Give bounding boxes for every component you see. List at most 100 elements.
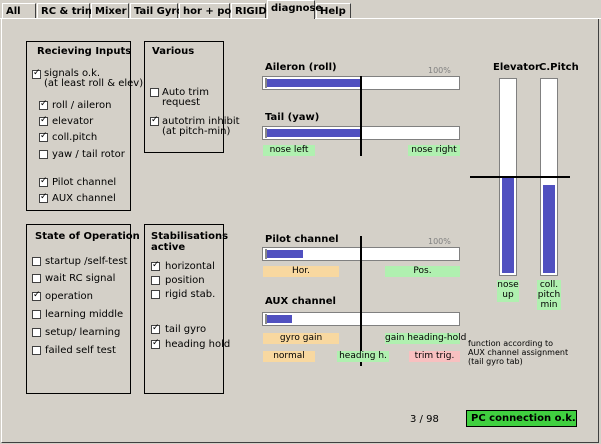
- operation-checkbox[interactable]: [32, 290, 41, 301]
- pos-tag: Pos.: [385, 266, 460, 277]
- stabilisations-title-active: active: [151, 242, 186, 253]
- learning-middle-label: learning middle: [45, 309, 124, 320]
- pilot-channel-checkbox[interactable]: [39, 176, 48, 187]
- horizontal-label: horizontal: [165, 261, 215, 272]
- pitch-text: pitch: [537, 290, 561, 300]
- autotrim-inhibit-checkbox[interactable]: [150, 115, 159, 126]
- aux-note-line-2: AUX channel assignment: [468, 348, 569, 357]
- tab-help[interactable]: Help: [316, 3, 351, 18]
- tab-diagnose[interactable]: diagnose: [267, 0, 322, 19]
- aileron-bar-fill: [265, 79, 361, 87]
- nose-right-tag: nose right: [408, 145, 460, 156]
- position-label: position: [165, 275, 205, 286]
- startup-selftest-checkbox[interactable]: [32, 257, 41, 266]
- heading-hold-checkbox[interactable]: [151, 338, 160, 349]
- aux-channel-checkbox[interactable]: [39, 192, 48, 203]
- hor-tag: Hor.: [263, 266, 339, 277]
- position-checkbox[interactable]: [151, 276, 160, 285]
- nose-text: nose: [497, 280, 519, 290]
- min-text: min: [540, 300, 558, 310]
- setup-learning-label: setup/ learning: [45, 327, 121, 338]
- up-text: up: [502, 290, 514, 300]
- auto-trim-checkbox[interactable]: [150, 88, 159, 97]
- aileron-bar-tick: [265, 78, 267, 88]
- tab-bar: All RC & trim Mixer Tail Gyro hor + pos …: [0, 0, 601, 20]
- cpitch-vbar-fill: [543, 185, 555, 273]
- tab-tail-gyro[interactable]: Tail Gyro: [130, 3, 183, 18]
- yaw-tail-label: yaw / tail rotor: [52, 149, 125, 160]
- stabilisations-group: [144, 224, 224, 394]
- tail-bar-fill: [265, 129, 361, 137]
- signals-ok-checkbox[interactable]: [32, 68, 41, 79]
- learning-middle-checkbox[interactable]: [32, 310, 41, 319]
- tab-panel: [1, 19, 599, 443]
- cpitch-bar-label: C.Pitch: [539, 62, 579, 73]
- signals-ok-sublabel: (at least roll & elev): [44, 78, 144, 89]
- elevator-label: elevator: [52, 116, 94, 127]
- rigid-stab-checkbox[interactable]: [151, 290, 160, 299]
- aux-note: function according to AUX channel assign…: [468, 339, 568, 366]
- aux-note-line-1: function according to: [468, 339, 553, 348]
- nose-left-tag: nose left: [263, 145, 315, 156]
- roll-aileron-label: roll / aileron: [52, 100, 112, 111]
- state-of-operation-title: State of Operation: [35, 231, 140, 242]
- aux-channel-bar-label: AUX channel: [265, 296, 336, 307]
- aux-channel-bar-fill: [265, 315, 292, 323]
- tab-rc-trim[interactable]: RC & trim: [37, 3, 95, 18]
- gain-heading-hold-tag: gain heading-hold: [385, 333, 467, 344]
- autotrim-inhibit-sublabel: (at pitch-min): [162, 126, 231, 137]
- tab-hor-pos[interactable]: hor + pos: [179, 3, 237, 18]
- failed-selftest-label: failed self test: [45, 345, 116, 356]
- tab-rigid[interactable]: RIGID: [231, 3, 267, 18]
- elevator-vbar-fill: [502, 177, 514, 273]
- elevator-bar-label: Elevator: [493, 62, 540, 73]
- gyro-gain-tag: gyro gain: [263, 333, 339, 344]
- pilot-channel-bar-fill: [265, 250, 303, 258]
- various-title: Various: [152, 46, 195, 57]
- wait-rc-checkbox[interactable]: [32, 274, 41, 283]
- pc-connection-status: PC connection o.k.: [466, 410, 577, 427]
- elevator-checkbox[interactable]: [39, 115, 48, 126]
- tail-gyro-label: tail gyro: [165, 324, 207, 335]
- auto-trim-sublabel: request: [162, 97, 201, 108]
- trim-trig-tag: trim trig.: [409, 351, 460, 362]
- aileron-label: Aileron (roll): [265, 62, 337, 73]
- pilot-channel-bar-label: Pilot channel: [265, 234, 339, 245]
- heading-h-tag: heading h.: [337, 351, 389, 362]
- setup-learning-checkbox[interactable]: [32, 328, 41, 337]
- coll-text: coll.: [539, 280, 559, 290]
- aileron-tail-center-line: [360, 76, 362, 156]
- roll-aileron-checkbox[interactable]: [39, 99, 48, 110]
- receiving-inputs-title: Recieving Inputs: [37, 46, 132, 57]
- tail-bar-tick: [265, 128, 267, 138]
- stabilisations-title: Stabilisations: [151, 231, 229, 242]
- auto-trim-label: Auto trim: [162, 87, 209, 98]
- pilot-channel-label: Pilot channel: [52, 177, 117, 188]
- various-group: [144, 41, 224, 153]
- tab-all[interactable]: All: [2, 3, 36, 18]
- tail-gyro-checkbox[interactable]: [151, 323, 160, 334]
- receiving-inputs-group: [26, 41, 131, 211]
- aileron-percent: 100%: [428, 66, 451, 75]
- startup-selftest-label: startup /self-test: [45, 256, 128, 267]
- pilot-percent: 100%: [428, 237, 451, 246]
- failed-selftest-checkbox[interactable]: [32, 346, 41, 355]
- wait-rc-label: wait RC signal: [45, 273, 116, 284]
- yaw-tail-checkbox[interactable]: [39, 150, 48, 159]
- pilot-bar-tick: [265, 249, 267, 259]
- autotrim-inhibit-label: autotrim inhibit: [162, 116, 240, 127]
- tab-mixer[interactable]: Mixer: [91, 3, 129, 18]
- coll-pitch-checkbox[interactable]: [39, 131, 48, 142]
- page-counter: 3 / 98: [410, 414, 439, 425]
- horizontal-checkbox[interactable]: [151, 260, 160, 271]
- heading-hold-label: heading hold: [165, 339, 231, 350]
- aux-channel-label: AUX channel: [52, 193, 116, 204]
- vbar-center-line: [470, 176, 570, 178]
- aux-note-line-3: (tail gyro tab): [468, 357, 523, 366]
- operation-label: operation: [45, 291, 94, 302]
- signals-ok-label: signals o.k.: [44, 68, 101, 79]
- aux-bar-tick: [265, 314, 267, 324]
- rigid-stab-label: rigid stab.: [165, 289, 216, 300]
- tail-label: Tail (yaw): [265, 112, 320, 123]
